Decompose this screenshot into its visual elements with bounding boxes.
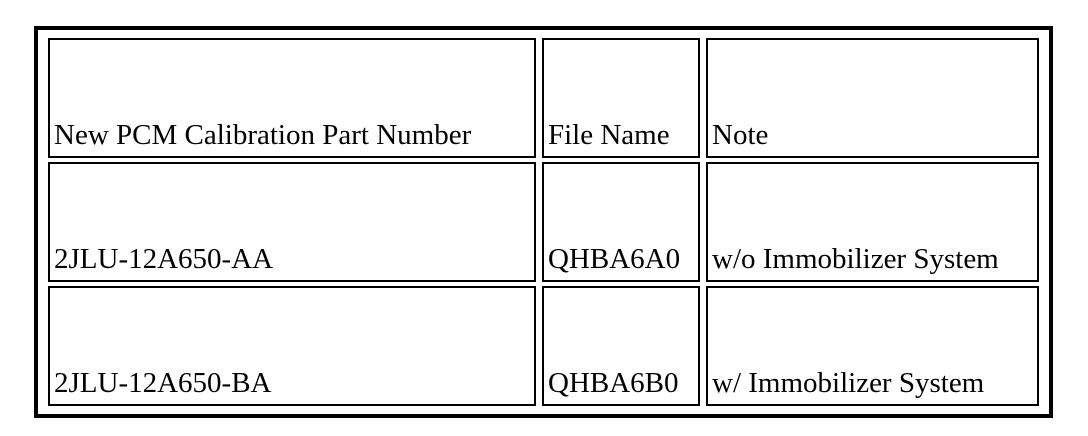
header-file-name: File Name — [542, 38, 700, 158]
cell-part-number: 2JLU-12A650-BA — [48, 286, 536, 406]
table-row: 2JLU-12A650-AA QHBA6A0 w/o Immobilizer S… — [48, 162, 1039, 282]
cell-file-name: QHBA6A0 — [542, 162, 700, 282]
table-header-row: New PCM Calibration Part Number File Nam… — [48, 38, 1039, 158]
calibration-table-frame: New PCM Calibration Part Number File Nam… — [34, 26, 1053, 418]
cell-part-number: 2JLU-12A650-AA — [48, 162, 536, 282]
cell-note: w/o Immobilizer System — [706, 162, 1039, 282]
header-note: Note — [706, 38, 1039, 158]
header-part-number: New PCM Calibration Part Number — [48, 38, 536, 158]
calibration-table: New PCM Calibration Part Number File Nam… — [42, 34, 1045, 410]
cell-file-name: QHBA6B0 — [542, 286, 700, 406]
table-row: 2JLU-12A650-BA QHBA6B0 w/ Immobilizer Sy… — [48, 286, 1039, 406]
cell-note: w/ Immobilizer System — [706, 286, 1039, 406]
